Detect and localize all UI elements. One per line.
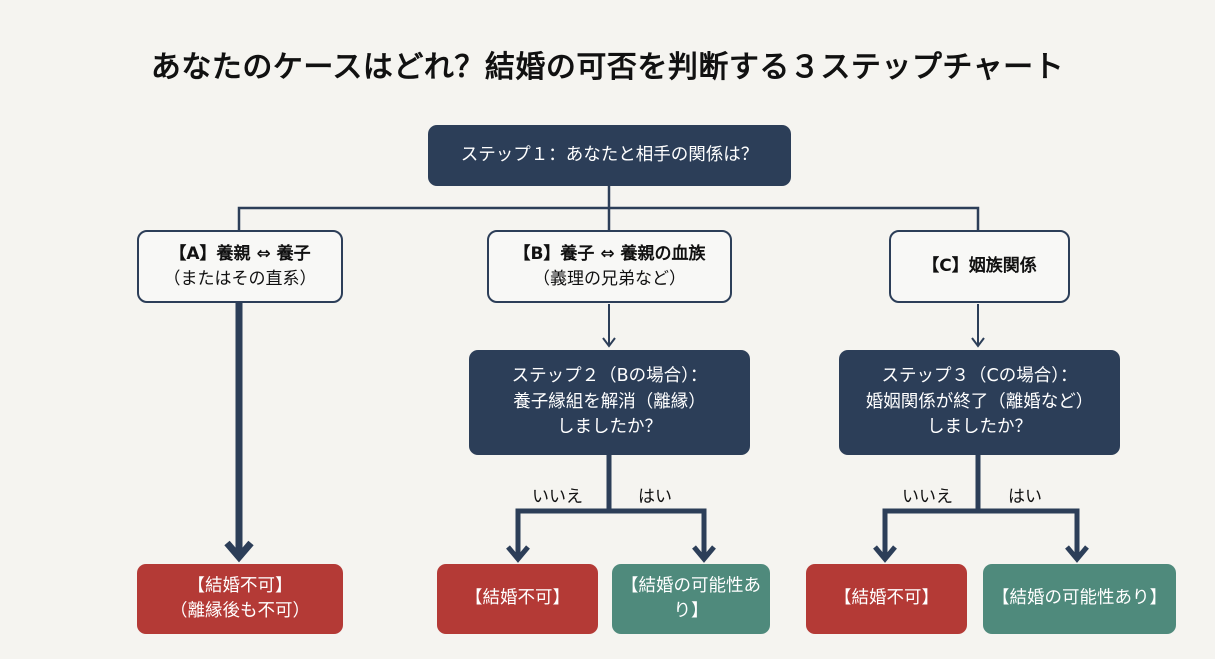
result-b-possible: 【結婚の可能性あ り】 [612,564,770,634]
result-a-line1: 【結婚不可】 [187,575,293,596]
arrowhead-c-yes [1065,545,1089,563]
arrowhead-b-no [506,545,530,563]
step2-line2: 養子縁組を解消（離縁） [513,391,706,412]
case-a-subtitle: （またはその直系） [163,268,317,289]
result-b-not-allowed: 【結婚不可】 [437,564,598,634]
step2-yes-label: はい [638,487,672,507]
case-a-node: 【A】養親 ⇔ 養子 （またはその直系） [137,230,343,303]
arrowhead-b-step2 [602,337,616,348]
result-a-not-allowed: 【結婚不可】 （離縁後も不可） [137,564,343,634]
step3-line2: 婚姻関係が終了（離婚など） [865,391,1094,412]
result-c-no-line1: 【結婚不可】 [834,588,939,609]
step3-line3: しましたか？ [927,417,1032,438]
arrowhead-a [224,540,254,563]
result-c-possible: 【結婚の可能性あり】 [983,564,1176,634]
case-c-node: 【C】姻族関係 [889,230,1070,303]
case-b-node: 【B】養子 ⇔ 養親の血族 （義理の兄弟など） [487,230,732,303]
step2-line3: しましたか？ [557,417,662,438]
case-c-title: 【C】姻族関係 [922,256,1037,277]
case-a-title: 【A】養親 ⇔ 養子 [169,243,311,264]
result-b-yes-line1: 【結婚の可能性あ [621,575,761,596]
case-b-subtitle: （義理の兄弟など） [533,268,686,289]
step1-node: ステップ１：あなたと相手の関係は？ [428,125,791,186]
step2-line1: ステップ２（Bの場合）： [511,366,708,387]
result-b-no-line1: 【結婚不可】 [465,588,570,609]
step3-node: ステップ３（Cの場合）： 婚姻関係が終了（離婚など） しましたか？ [839,350,1120,455]
arrowhead-b-yes [692,545,716,563]
result-c-yes-line1: 【結婚の可能性あり】 [992,588,1167,609]
result-b-yes-line2: り】 [673,601,709,621]
step1-text: ステップ１：あなたと相手の関係は？ [460,144,759,165]
connector-branch-bar [237,206,980,232]
connector-step3-fork [882,508,1080,556]
arrowhead-c-no [873,545,897,563]
case-b-title: 【B】養子 ⇔ 養親の血族 [513,243,706,264]
chart-title: あなたのケースはどれ？結婚の可否を判断する３ステップチャート [150,50,1065,85]
step2-no-label: いいえ [532,487,583,507]
connector-step2-fork [515,508,707,556]
step3-no-label: いいえ [902,487,953,507]
result-a-line2: （離縁後も不可） [170,601,310,621]
step3-line1: ステップ３（Cの場合）： [881,366,1078,387]
step3-yes-label: はい [1008,487,1042,507]
result-c-not-allowed: 【結婚不可】 [806,564,967,634]
arrowhead-c-step3 [971,337,985,348]
step2-node: ステップ２（Bの場合）： 養子縁組を解消（離縁） しましたか？ [469,350,750,455]
